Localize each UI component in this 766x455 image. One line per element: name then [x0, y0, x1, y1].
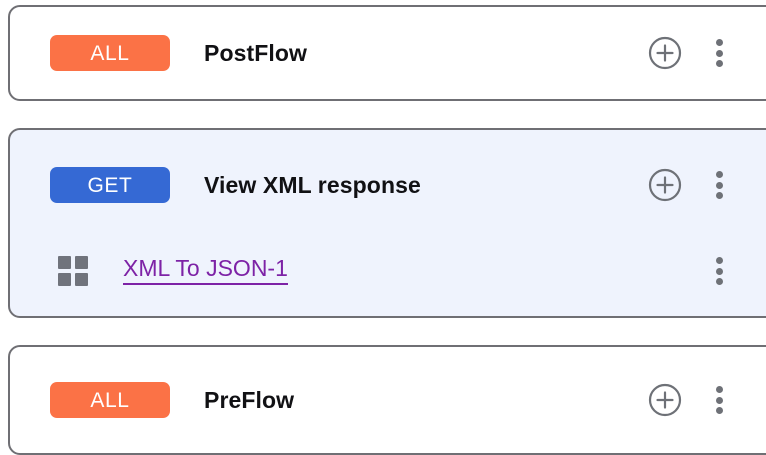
flow-card-view-xml-response[interactable]: GET View XML response	[8, 128, 766, 318]
kebab-dot-1	[715, 257, 723, 264]
policy-grid-square-2	[75, 256, 88, 269]
kebab-dot-1	[715, 386, 723, 393]
policy-link-xml-to-json-1[interactable]: XML To JSON-1	[123, 257, 288, 285]
policy-grid-square-3	[58, 273, 71, 286]
flow-row-postflow[interactable]: ALL PostFlow	[10, 25, 766, 81]
flow-options-menu-button[interactable]	[709, 36, 729, 70]
plus-circle-icon	[648, 383, 682, 417]
method-badge-all: ALL	[50, 35, 170, 71]
add-step-button[interactable]	[648, 383, 682, 417]
flow-row-preflow[interactable]: ALL PreFlow	[10, 372, 766, 428]
flow-card-postflow[interactable]: ALL PostFlow	[8, 5, 766, 101]
flow-options-menu-button[interactable]	[709, 383, 729, 417]
flow-title: PostFlow	[204, 39, 308, 66]
method-badge-all: ALL	[50, 382, 170, 418]
kebab-dot-2	[715, 49, 723, 57]
plus-circle-icon	[648, 36, 682, 70]
add-step-button[interactable]	[648, 36, 682, 70]
flow-options-menu-button[interactable]	[709, 168, 729, 202]
kebab-dot-2	[715, 181, 723, 189]
kebab-dot-1	[715, 39, 723, 46]
method-badge-get: GET	[50, 167, 170, 203]
kebab-dot-2	[715, 396, 723, 404]
policy-grid-square-1	[58, 256, 71, 269]
add-step-button[interactable]	[648, 168, 682, 202]
policy-row-xml-to-json-1[interactable]: XML To JSON-1	[10, 243, 766, 299]
policy-options-menu-button[interactable]	[709, 254, 729, 288]
flow-title: PreFlow	[204, 386, 295, 413]
kebab-dot-3	[715, 278, 723, 285]
kebab-dot-3	[715, 60, 723, 67]
flow-row-view-xml-response[interactable]: GET View XML response	[10, 157, 766, 213]
policy-grid-icon	[58, 256, 88, 286]
kebab-dot-3	[715, 407, 723, 414]
kebab-dot-3	[715, 192, 723, 199]
plus-circle-icon	[648, 168, 682, 202]
flow-title: View XML response	[204, 171, 421, 198]
policy-grid-square-4	[75, 273, 88, 286]
kebab-dot-1	[715, 171, 723, 178]
kebab-dot-2	[715, 267, 723, 275]
flow-card-preflow[interactable]: ALL PreFlow	[8, 345, 766, 455]
